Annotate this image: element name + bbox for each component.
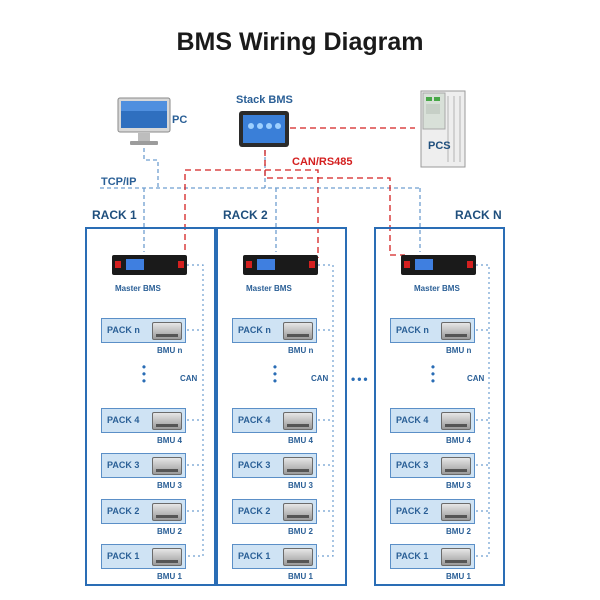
rack-label-n: RACK N	[455, 208, 502, 222]
pack-box: PACK 4	[232, 408, 317, 433]
vertical-ellipsis: •••	[430, 360, 436, 388]
bmu-label: BMU 1	[157, 572, 182, 581]
bmu-module-icon	[283, 322, 313, 340]
rack-label-1: RACK 1	[92, 208, 137, 222]
bmu-module-icon	[441, 412, 471, 430]
bmu-module-icon	[152, 548, 182, 566]
bmu-module-icon	[441, 457, 471, 475]
pack-label: PACK 4	[396, 415, 429, 425]
pack-label: PACK 1	[396, 551, 429, 561]
bmu-label: BMU 1	[288, 572, 313, 581]
can-bus-label: CAN	[467, 374, 485, 383]
bmu-label: BMU 4	[288, 436, 313, 445]
bmu-module-icon	[441, 322, 471, 340]
pack-box: PACK 3	[390, 453, 475, 478]
can-rs485-label: CAN/RS485	[292, 156, 353, 168]
diagram-title: BMS Wiring Diagram	[176, 28, 424, 56]
pc-label: PC	[172, 114, 188, 126]
bmu-module-icon	[283, 412, 313, 430]
vertical-ellipsis: •••	[272, 360, 278, 388]
bmu-label: BMU 2	[288, 527, 313, 536]
master-bms-unit	[401, 255, 476, 275]
pcs-label: PCS	[428, 140, 451, 152]
pack-label: PACK 1	[238, 551, 271, 561]
bmu-label: BMU 4	[446, 436, 471, 445]
can-bus-label: CAN	[180, 374, 198, 383]
master-bms-unit	[112, 255, 187, 275]
pack-label: PACK 3	[107, 460, 140, 470]
pack-label: PACK 2	[107, 506, 140, 516]
pcs-cabinet-icon	[420, 90, 466, 168]
bmu-module-icon	[152, 457, 182, 475]
pack-label: PACK n	[107, 325, 140, 335]
pack-box: PACK 3	[101, 453, 186, 478]
pack-box: PACK 1	[390, 544, 475, 569]
can-rs485-lines	[184, 127, 415, 258]
stack-bms-label: Stack BMS	[236, 94, 293, 106]
bmu-label: BMU 4	[157, 436, 182, 445]
master-bms-label: Master BMS	[414, 284, 460, 293]
bmu-module-icon	[283, 503, 313, 521]
pack-label: PACK n	[238, 325, 271, 335]
pack-label: PACK 3	[238, 460, 271, 470]
rack-can-bus	[187, 264, 490, 557]
pack-box: PACK 3	[232, 453, 317, 478]
pack-label: PACK 2	[396, 506, 429, 516]
pack-box: PACK 1	[232, 544, 317, 569]
pack-label: PACK 1	[107, 551, 140, 561]
pack-label: PACK 4	[238, 415, 271, 425]
bmu-label: BMU n	[157, 346, 183, 355]
bmu-label: BMU 2	[446, 527, 471, 536]
rack-n	[374, 227, 505, 586]
pack-box: PACK n	[101, 318, 186, 343]
bmu-module-icon	[152, 412, 182, 430]
pack-box: PACK 4	[390, 408, 475, 433]
bmu-label: BMU 3	[446, 481, 471, 490]
master-bms-label: Master BMS	[115, 284, 161, 293]
pc-icon	[117, 97, 171, 145]
master-bms-unit	[243, 255, 318, 275]
pack-box: PACK 1	[101, 544, 186, 569]
bmu-module-icon	[283, 457, 313, 475]
bmu-label: BMU 2	[157, 527, 182, 536]
bmu-label: BMU n	[446, 346, 472, 355]
pack-box: PACK n	[232, 318, 317, 343]
pack-box: PACK 2	[390, 499, 475, 524]
can-bus-label: CAN	[311, 374, 329, 383]
bmu-label: BMU 1	[446, 572, 471, 581]
tcp-ip-label: TCP/IP	[101, 176, 137, 188]
bmu-label: BMU n	[288, 346, 314, 355]
bmu-module-icon	[441, 548, 471, 566]
vertical-ellipsis: •••	[141, 360, 147, 388]
bmu-module-icon	[152, 503, 182, 521]
horizontal-ellipsis: •••	[351, 372, 370, 386]
rack-label-2: RACK 2	[223, 208, 268, 222]
pack-box: PACK 2	[232, 499, 317, 524]
rack-1	[85, 227, 216, 586]
tcp-ip-lines	[100, 148, 421, 252]
stack-bms-icon	[239, 111, 289, 147]
bmu-module-icon	[441, 503, 471, 521]
pack-box: PACK 4	[101, 408, 186, 433]
bmu-module-icon	[152, 322, 182, 340]
rack-2	[216, 227, 347, 586]
master-bms-label: Master BMS	[246, 284, 292, 293]
bmu-label: BMU 3	[157, 481, 182, 490]
pack-label: PACK n	[396, 325, 429, 335]
pack-label: PACK 4	[107, 415, 140, 425]
pack-box: PACK n	[390, 318, 475, 343]
pack-label: PACK 3	[396, 460, 429, 470]
pack-label: PACK 2	[238, 506, 271, 516]
pack-box: PACK 2	[101, 499, 186, 524]
bmu-module-icon	[283, 548, 313, 566]
bmu-label: BMU 3	[288, 481, 313, 490]
